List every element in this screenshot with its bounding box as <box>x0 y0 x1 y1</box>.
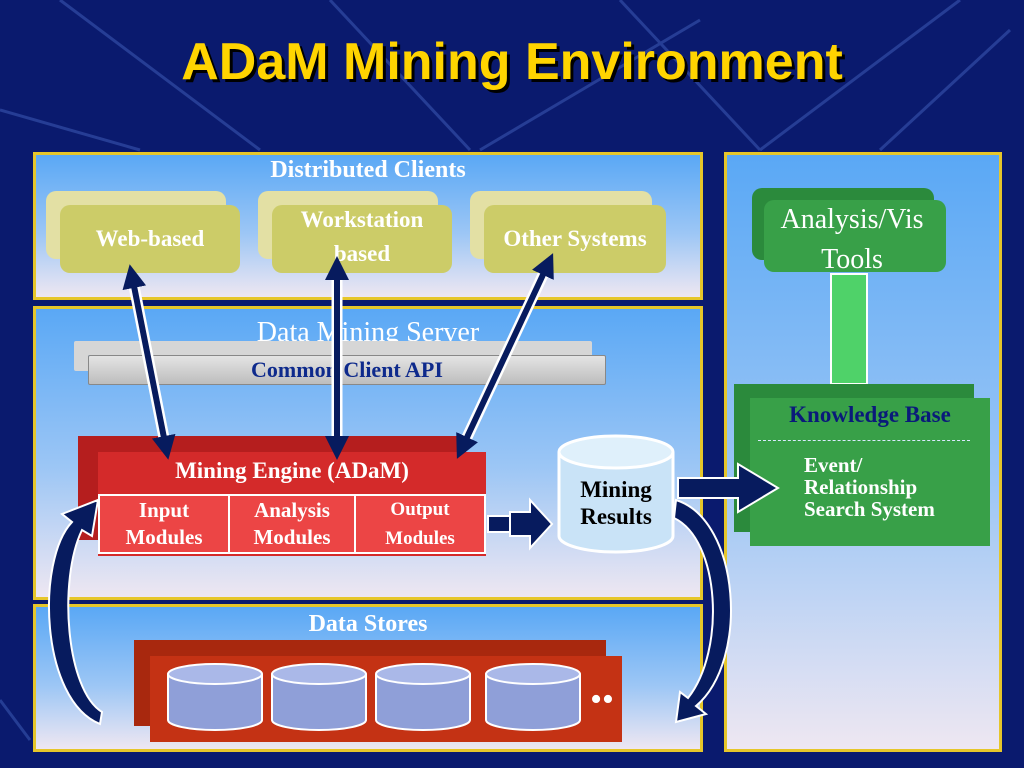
engine-to-results-arrow <box>487 497 554 551</box>
database-cylinder-1 <box>167 663 263 731</box>
analysis-vis-tools-label: Analysis/Vis Tools <box>780 204 924 275</box>
database-cylinder-4 <box>485 663 581 731</box>
input-modules: Input Modules <box>98 494 230 554</box>
workstation-client: Workstation based <box>272 205 452 273</box>
output-modules: Output Modules <box>354 494 486 554</box>
workstation-label: Workstation based <box>300 207 424 266</box>
knowledge-base-label: Knowledge Base <box>789 402 951 427</box>
web-based-client: Web-based <box>60 205 240 273</box>
mining-engine: Mining Engine (ADaM) Input Modules Analy… <box>98 452 486 556</box>
distributed-clients-header: Distributed Clients <box>270 157 466 183</box>
data-mining-server-header: Data Mining Server <box>256 317 480 348</box>
analysis-vis-tools-box <box>764 200 946 272</box>
knowledge-base-divider <box>758 440 970 441</box>
analysis-modules: Analysis Modules <box>228 494 356 554</box>
output-modules-label: Output Modules <box>385 499 455 549</box>
mining-engine-label: Mining Engine (ADaM) <box>175 458 409 483</box>
data-stores-header: Data Stores <box>308 611 428 637</box>
knowledge-base: Knowledge Base Event/ Relationship Searc… <box>750 398 990 546</box>
tools-connector <box>830 273 868 385</box>
results-to-kb-arrow <box>677 462 780 514</box>
results-to-stores-arrow <box>672 498 732 724</box>
more-stores-indicator: •• <box>590 681 614 718</box>
analysis-modules-label: Analysis Modules <box>253 498 331 549</box>
input-modules-label: Input Modules <box>125 498 203 549</box>
web-client-arrow <box>122 264 176 460</box>
data-store-cylinders <box>167 663 581 731</box>
mining-results-cylinder <box>557 434 675 554</box>
stores-to-input-arrow <box>47 498 104 726</box>
database-cylinder-3 <box>375 663 471 731</box>
engine-modules: Input Modules Analysis Modules Output Mo… <box>98 494 486 554</box>
database-cylinder-2 <box>271 663 367 731</box>
knowledge-base-contents: Event/ Relationship Search System <box>804 453 935 521</box>
web-based-label: Web-based <box>95 226 205 251</box>
other-systems-label: Other Systems <box>503 226 647 251</box>
mining-results-label: Mining Results <box>580 477 652 529</box>
other-systems-arrow <box>456 253 554 459</box>
slide-title: ADaM Mining Environment <box>181 33 843 91</box>
